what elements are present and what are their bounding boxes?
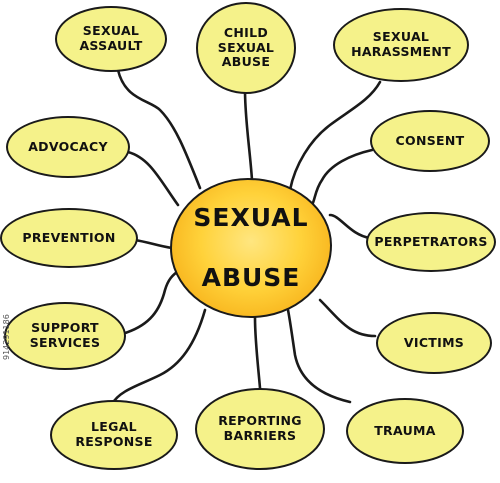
node-sexual-assault: SEXUAL ASSAULT	[55, 6, 167, 72]
link-reporting-barriers	[253, 316, 262, 390]
node-advocacy: ADVOCACY	[6, 116, 130, 178]
stock-id-watermark: 914291186	[2, 314, 11, 360]
node-child-sexual-abuse: CHILD SEXUAL ABUSE	[196, 2, 296, 94]
center-title-line2: ABUSE	[201, 263, 301, 292]
link-child-sexual-abuse	[243, 88, 254, 182]
link-perpetrators	[328, 213, 372, 240]
node-reporting-barriers: REPORTING BARRIERS	[195, 388, 325, 470]
link-victims	[318, 298, 377, 338]
link-sexual-assault	[116, 68, 202, 190]
link-legal-response	[110, 308, 207, 406]
link-sexual-harassment	[288, 80, 382, 192]
link-advocacy	[126, 150, 180, 207]
center-node-sexual-abuse: SEXUAL ABUSE	[170, 178, 332, 318]
link-support-services	[123, 268, 182, 335]
node-sexual-harassment: SEXUAL HARASSMENT	[333, 8, 469, 82]
link-consent	[310, 148, 374, 207]
link-prevention	[133, 238, 174, 250]
node-victims: VICTIMS	[376, 312, 492, 374]
node-consent: CONSENT	[370, 110, 490, 172]
node-legal-response: LEGAL RESPONSE	[50, 400, 178, 470]
node-perpetrators: PERPETRATORS	[366, 212, 496, 272]
node-prevention: PREVENTION	[0, 208, 138, 268]
node-trauma: TRAUMA	[346, 398, 464, 464]
center-title-line1: SEXUAL	[193, 203, 309, 232]
link-trauma	[286, 308, 352, 404]
node-support-services: SUPPORT SERVICES	[4, 302, 126, 370]
